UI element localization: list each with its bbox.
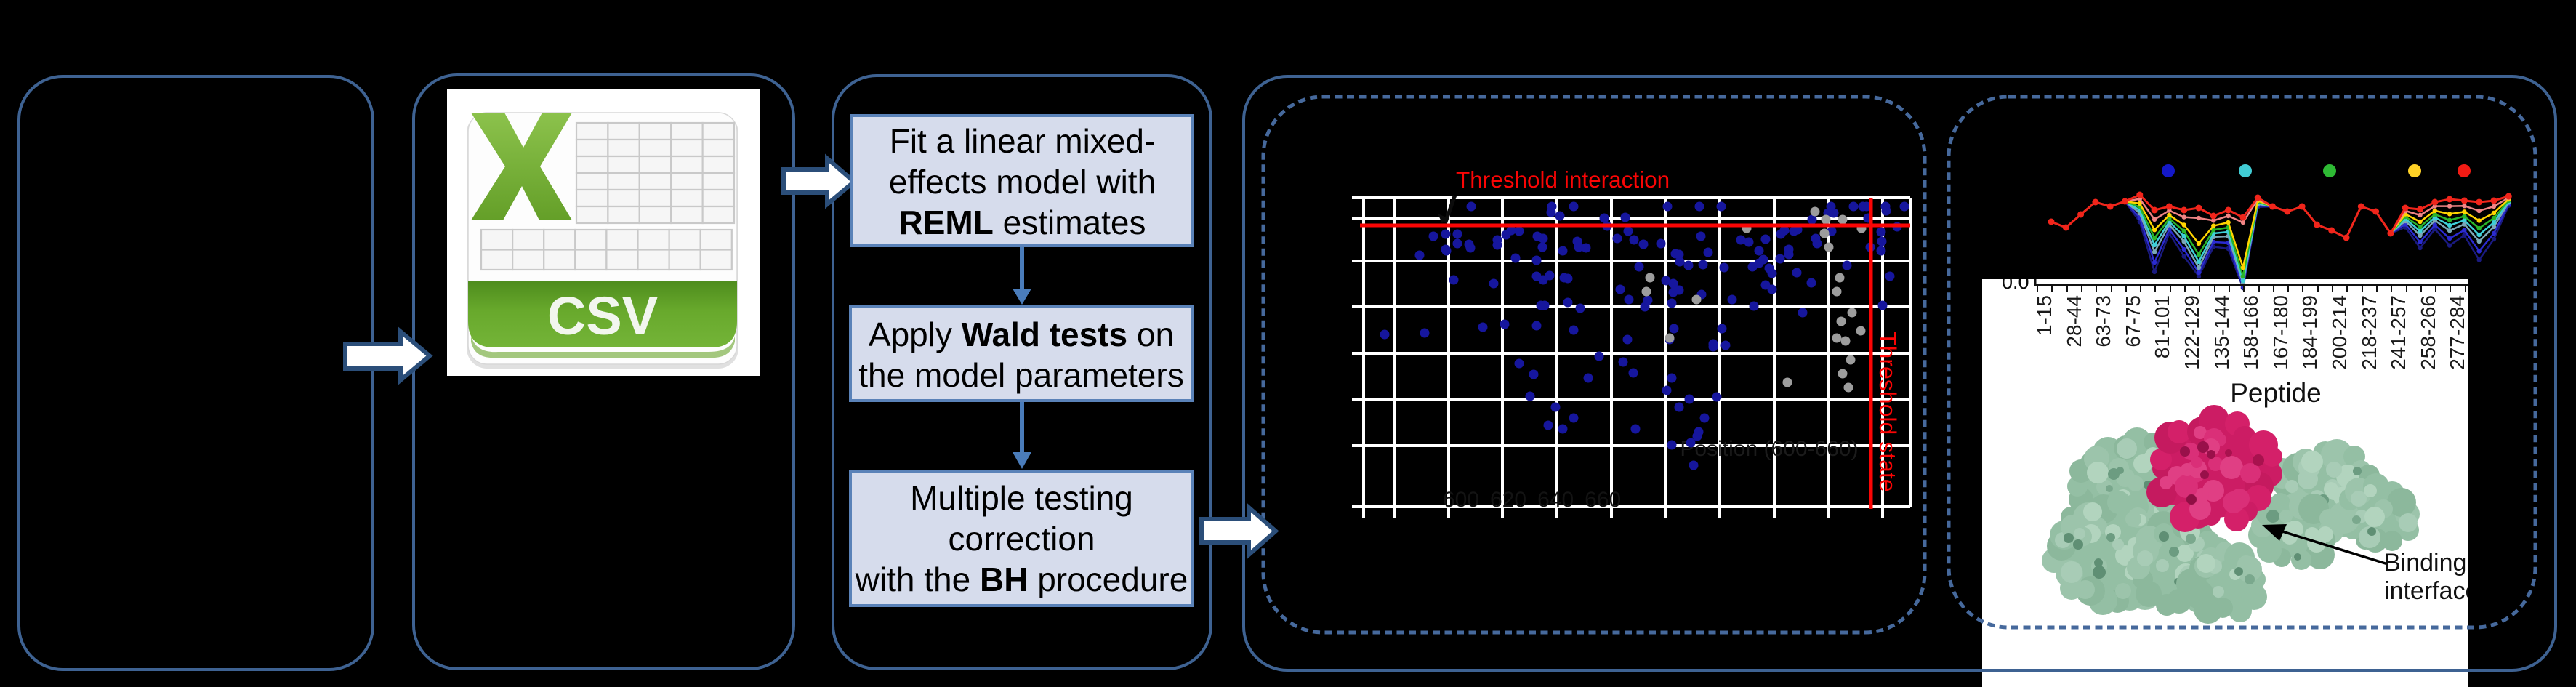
svg-text:200-214: 200-214: [2328, 295, 2351, 370]
svg-text:241-257: 241-257: [2387, 295, 2410, 370]
svg-text:0.0: 0.0: [2002, 279, 2029, 293]
svg-text:interface: interface: [2384, 577, 2468, 605]
svg-text:81-101: 81-101: [2151, 295, 2173, 358]
svg-text:1-15: 1-15: [2033, 295, 2056, 336]
svg-text:135-144: 135-144: [2210, 295, 2233, 370]
svg-text:67-75: 67-75: [2122, 295, 2144, 347]
svg-text:Position (600-660): Position (600-660): [1680, 437, 1858, 461]
svg-text:Peptide: Peptide: [2230, 378, 2322, 408]
svg-text:158-166: 158-166: [2239, 295, 2262, 370]
svg-text:CSV: CSV: [547, 286, 658, 346]
svg-text:258-266: 258-266: [2417, 295, 2439, 370]
svg-text:277-284: 277-284: [2446, 295, 2468, 370]
svg-text:28-44: 28-44: [2063, 295, 2085, 347]
svg-text:167-180: 167-180: [2269, 295, 2292, 370]
svg-text:218-237: 218-237: [2358, 295, 2380, 370]
svg-text:184-199: 184-199: [2298, 295, 2321, 370]
svg-text:122-129: 122-129: [2181, 295, 2203, 370]
svg-text:600 620 640 660: 600 620 640 660: [1443, 488, 1621, 512]
svg-text:63-73: 63-73: [2092, 295, 2114, 347]
svg-text:Binding: Binding: [2384, 549, 2466, 576]
